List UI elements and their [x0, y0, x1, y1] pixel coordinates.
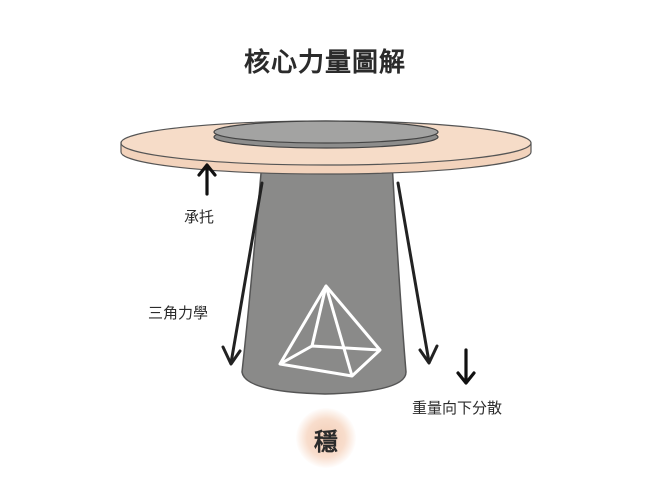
left-force-arrow [221, 181, 264, 366]
stable-badge: 穩 [296, 408, 356, 468]
pyramid-icon [278, 284, 382, 378]
weight-dispersed-label: 重量向下分散 [412, 399, 503, 417]
right-force-arrow [396, 181, 439, 365]
lazy-susan [213, 120, 439, 144]
stable-label: 穩 [314, 428, 338, 456]
diagram-title: 核心力量圖解 [243, 48, 406, 78]
stable-glow [296, 408, 356, 468]
triangle-mechanics-label: 三角力學 [148, 304, 209, 322]
up-arrow-icon [197, 163, 217, 196]
support-label: 承托 [184, 208, 215, 226]
table-base [241, 161, 407, 395]
down-arrow-icon [456, 348, 476, 385]
